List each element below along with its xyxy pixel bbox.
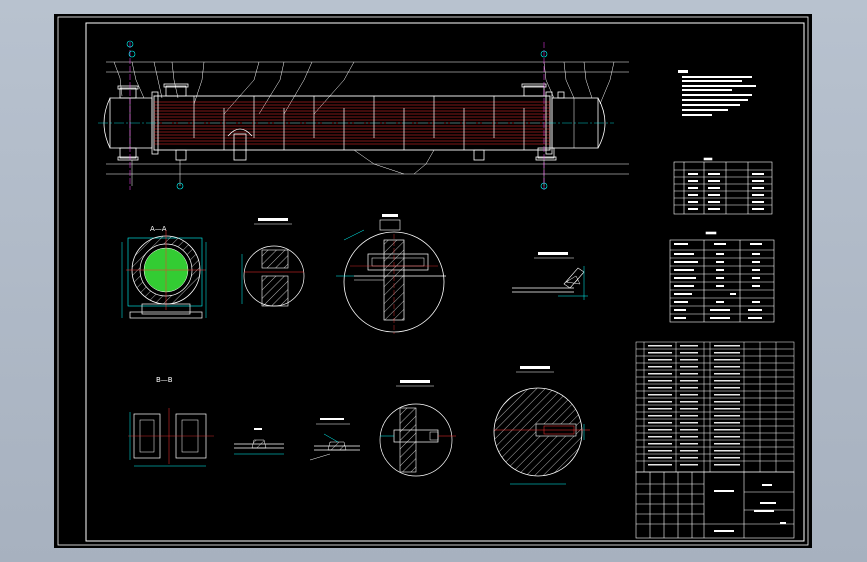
- detail-weld: [512, 252, 588, 300]
- detail-large-section: [493, 366, 590, 485]
- detail-bolt-bottom: [379, 380, 456, 477]
- main-elevation-view: [98, 40, 629, 190]
- nozzle-table: [673, 157, 773, 215]
- section-bb-label: B—B: [156, 376, 173, 384]
- outer-frame: [57, 16, 809, 546]
- drawing-canvas: A—A: [57, 16, 809, 546]
- parts-list-table: [635, 341, 795, 473]
- drawing-sheet[interactable]: A—A: [54, 14, 812, 548]
- section-aa-label: A—A: [150, 225, 167, 233]
- detail-weld-small-1: [234, 428, 284, 455]
- section-a-a: A—A: [121, 225, 207, 319]
- detail-flange-bolt: [336, 214, 446, 334]
- detail-weld-small-2: [309, 418, 360, 461]
- detail-tube-joint: [241, 218, 305, 307]
- section-b-b: B—B: [128, 376, 214, 467]
- inner-frame: [85, 22, 805, 542]
- design-data-table: [669, 231, 775, 323]
- title-block: [635, 471, 795, 539]
- technical-notes: [678, 70, 756, 116]
